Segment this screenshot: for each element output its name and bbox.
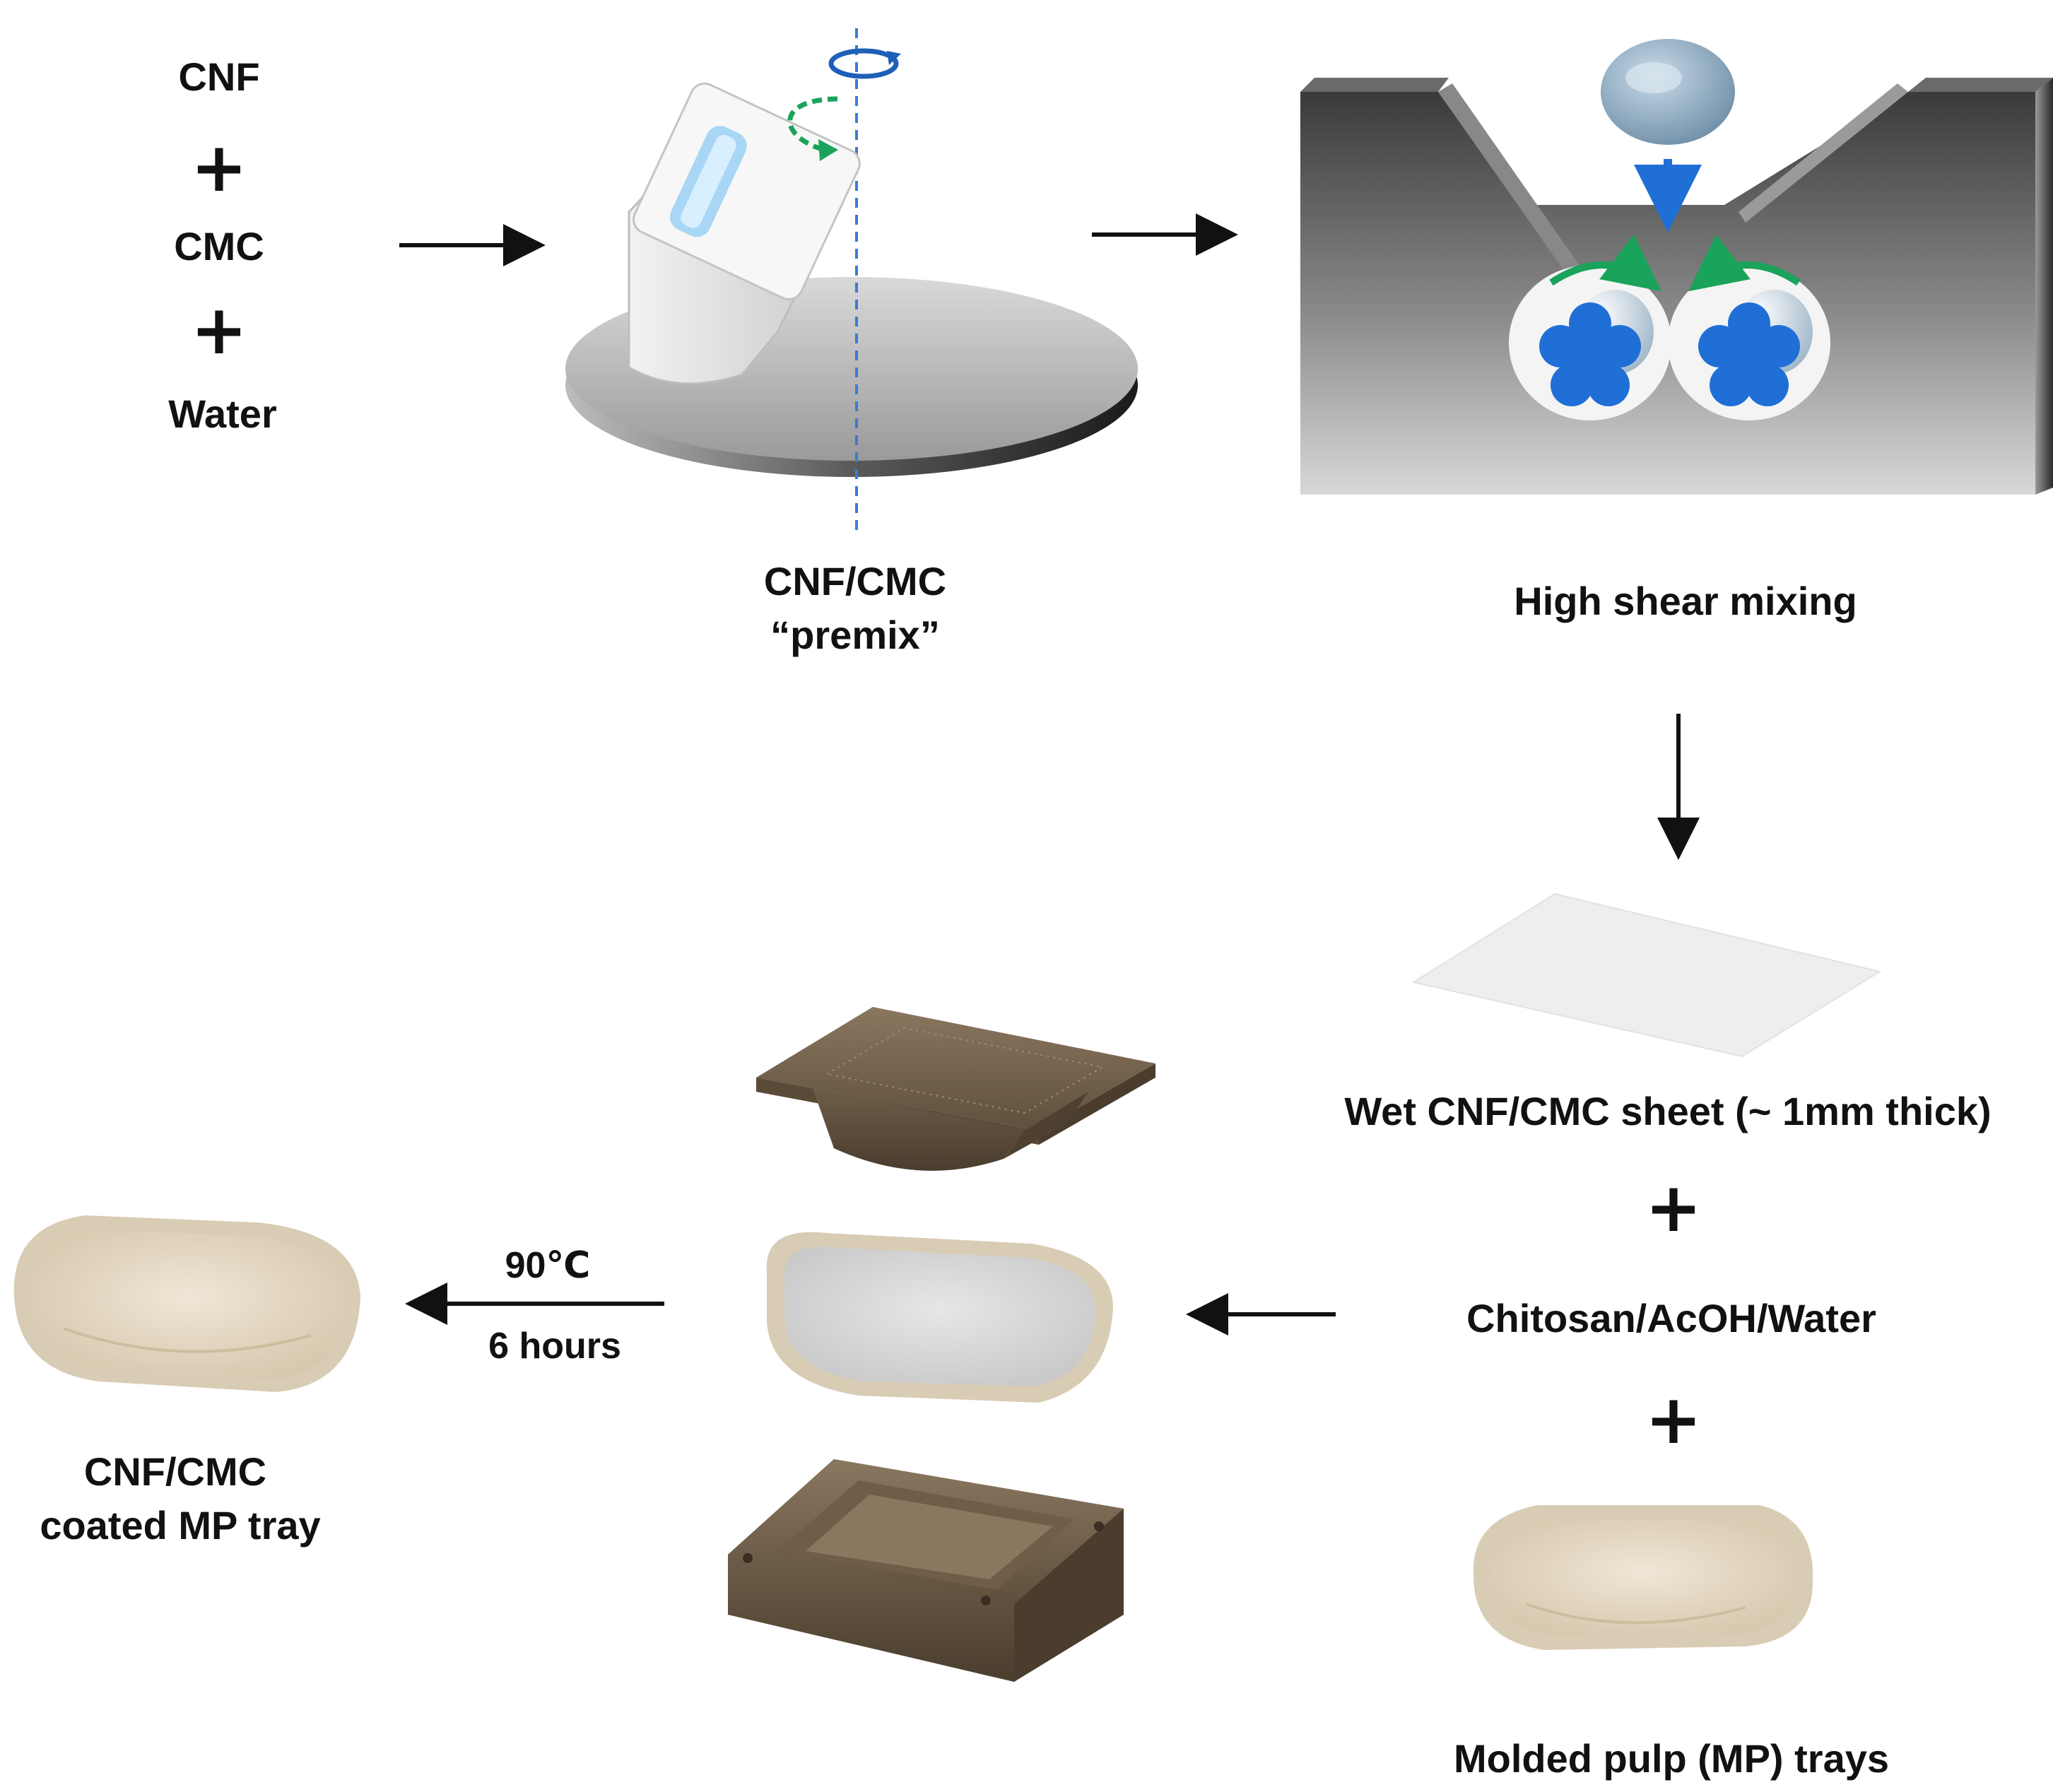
sheet-label: Wet CNF/CMC sheet (~ 1mm thick): [1344, 1089, 1991, 1133]
coated-tray-illustration: [13, 1215, 360, 1392]
result-label-line1: CNF/CMC: [84, 1449, 266, 1494]
bottom-mold-icon: [728, 1459, 1124, 1682]
ingredients-list: CNF + CMC + Water: [168, 54, 277, 436]
drying-duration: 6 hours: [488, 1326, 621, 1367]
plus-sign: +: [191, 128, 247, 207]
ingredient-cmc: CMC: [174, 224, 264, 269]
rotor-right-icon: [1698, 302, 1800, 406]
wet-sheet-illustration: [1411, 892, 1882, 1058]
drying-temperature: 90℃: [505, 1245, 591, 1286]
rotor-left-icon: [1539, 302, 1641, 406]
rotation-arrow-icon: [1549, 234, 1661, 292]
mixing-label: High shear mixing: [1514, 579, 1857, 623]
ingredient-cnf: CNF: [178, 54, 259, 99]
plus-sign: +: [191, 290, 247, 370]
mp-tray-illustration: [1473, 1505, 1813, 1650]
pulp-fiber-icon: [1601, 39, 1735, 145]
planetary-mixer-illustration: [565, 28, 1138, 537]
premix-label-line1: CNF/CMC: [764, 559, 946, 603]
rotation-arrow-icon: [1688, 234, 1801, 292]
high-shear-mixer-illustration: [1300, 39, 2053, 495]
mp-trays-label: Molded pulp (MP) trays: [1454, 1736, 1889, 1781]
premix-label-line2: “premix”: [770, 613, 940, 657]
solution-label: Chitosan/AcOH/Water: [1466, 1296, 1876, 1340]
mold-assembly-illustration: [728, 1007, 1155, 1682]
top-mold-icon: [756, 1007, 1155, 1171]
plus-sign: +: [1645, 1380, 1702, 1459]
result-label-line2: coated MP tray: [40, 1503, 320, 1548]
tray-in-mold-icon: [766, 1232, 1113, 1403]
ingredient-water: Water: [168, 391, 277, 436]
plus-sign: +: [1645, 1168, 1702, 1247]
rotation-arrow-icon: [787, 96, 838, 151]
revolution-arrow-icon: [828, 48, 899, 79]
